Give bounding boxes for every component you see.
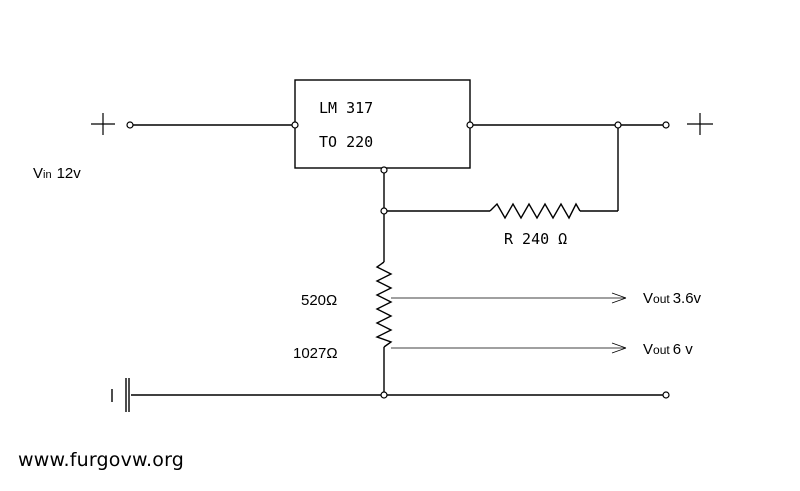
vin-label-value: 12v [57,165,82,182]
output-junction [614,121,622,129]
chip-input-pin [291,121,299,129]
r520-label: 520Ω [301,292,337,309]
output-plus-symbol [687,113,713,135]
regulator-label-line2: TO 220 [319,133,373,151]
resistor-r240 [489,202,581,220]
r1027-label: 1027Ω [293,345,338,362]
adjust-junction [380,207,388,215]
vout-2-value: 6 v [673,341,694,358]
vin-label-main: V [33,165,43,182]
input-plus-symbol [91,113,115,135]
arrow-vout-1 [391,292,627,304]
input-terminal [126,121,134,129]
r240-label: R 240 Ω [504,230,567,248]
regulator-chip [294,79,471,169]
output-terminal [662,121,670,129]
resistor-chain [375,261,393,348]
ground-junction [380,391,388,399]
vout-1-sub: out [653,292,670,306]
regulator-label-line1: LM 317 [319,99,373,117]
vout-2-sub: out [653,343,670,357]
vin-label-sub: in [43,169,52,181]
vout-1-main: V [643,290,653,307]
vout-1-value: 3.6v [673,290,702,307]
battery-ground-symbol [111,378,130,412]
arrow-vout-2 [391,342,627,354]
ground-terminal [662,391,670,399]
watermark-text: www.furgovw.org [18,449,185,471]
vin-label: Vin 12v [33,165,81,182]
chip-adjust-pin [380,166,388,174]
chip-output-pin [466,121,474,129]
vout-2-main: V [643,341,653,358]
